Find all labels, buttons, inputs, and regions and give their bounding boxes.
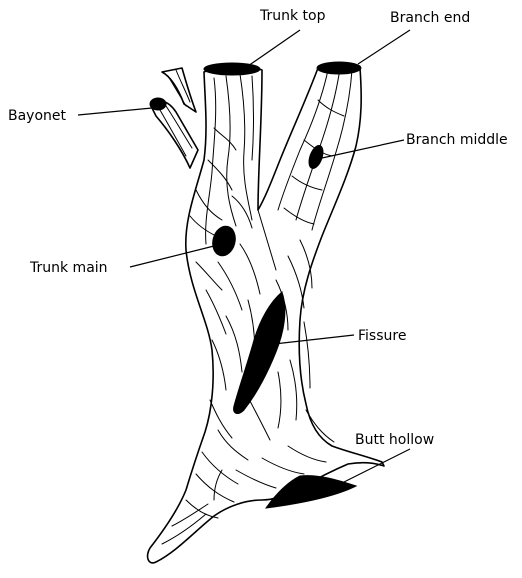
branch-end-cut [317,62,361,74]
label-trunk-main: Trunk main [29,260,108,276]
tree-illustration [148,62,384,563]
label-butt-hollow: Butt hollow [355,432,434,448]
bayonet-mark [150,98,166,110]
label-fissure: Fissure [358,328,406,344]
label-branch-middle: Branch middle [406,132,508,148]
leader-bayonet [78,108,152,115]
leader-trunk-top [248,30,300,66]
label-bayonet: Bayonet [8,108,67,124]
leader-branch-end [358,30,410,64]
label-branch-end: Branch end [390,10,470,26]
label-trunk-top: Trunk top [259,8,326,24]
trunk-top-cut [204,63,260,75]
